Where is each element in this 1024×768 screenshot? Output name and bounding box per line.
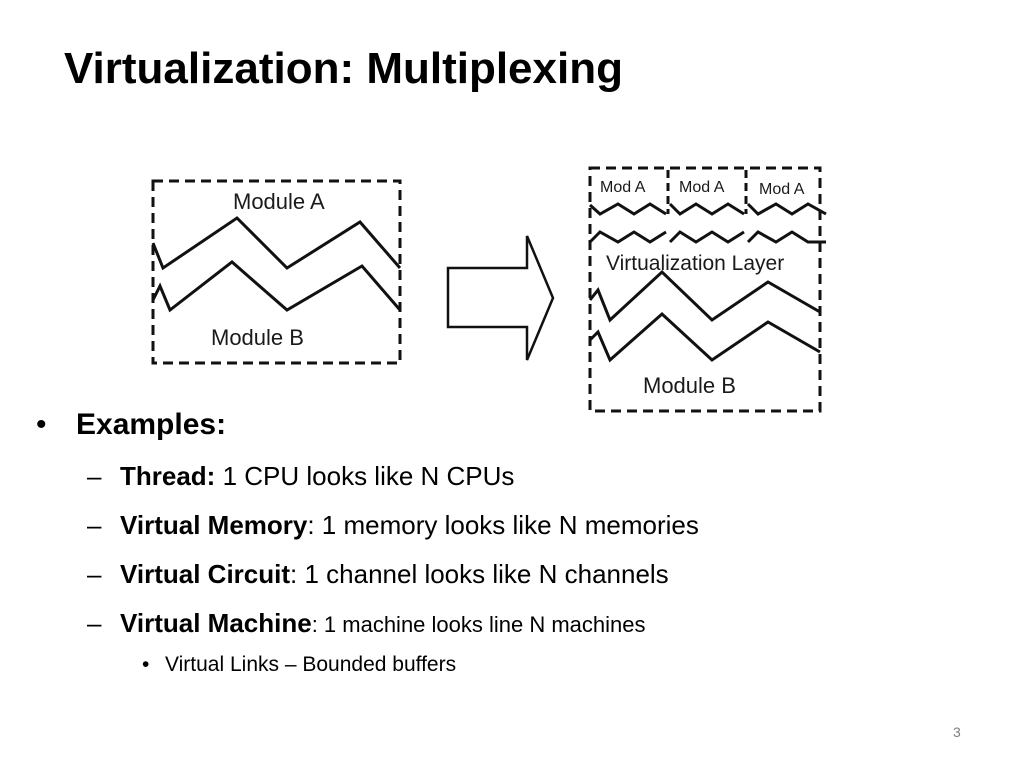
left-dashed-box xyxy=(151,179,402,365)
list-item: – Virtual Memory: 1 memory looks like N … xyxy=(36,507,996,543)
left-module-a-label: Module A xyxy=(233,189,325,214)
mod-a-label-3: Mod A xyxy=(759,181,805,198)
virtualization-layer-label: Virtualization Layer xyxy=(606,252,784,275)
right-dashed-box xyxy=(588,166,822,413)
mod-a-label-2: Mod A xyxy=(679,179,725,196)
bullet-examples: • Examples: xyxy=(36,405,996,445)
item-text: : 1 channel looks like N channels xyxy=(290,559,669,589)
mod-a-edge-1 xyxy=(588,202,667,216)
left-module-a-edge xyxy=(151,216,402,271)
left-module-b-label: Module B xyxy=(211,325,304,350)
mod-a-edge-2 xyxy=(668,202,745,216)
item-text: : 1 machine looks line N machines xyxy=(311,612,646,637)
item-term: Virtual Machine xyxy=(120,608,312,638)
item-term: Virtual Circuit xyxy=(120,559,291,589)
layer-top-edge-2 xyxy=(668,230,745,244)
list-item: – Virtual Machine: 1 machine looks line … xyxy=(36,605,996,643)
item-term: Thread: xyxy=(120,461,216,491)
list-item: – Virtual Circuit: 1 channel looks like … xyxy=(36,556,996,592)
item-text: 1 CPU looks like N CPUs xyxy=(215,461,515,491)
item-text: : 1 memory looks like N memories xyxy=(307,510,699,540)
bullet-dot-icon: • xyxy=(142,653,150,676)
dash-icon: – xyxy=(87,608,102,638)
module-b-top-edge xyxy=(588,311,821,363)
sub-item-text: Virtual Links – Bounded buffers xyxy=(165,653,457,676)
right-multiplexed-stack: Mod A Mod A Mod A Virtualization Layer M… xyxy=(588,166,827,413)
left-module-pair: Module A Module B xyxy=(151,179,402,365)
page-number: 3 xyxy=(953,724,961,740)
examples-heading: Examples: xyxy=(76,408,227,441)
layer-bottom-edge xyxy=(588,269,821,323)
slide-title: Virtualization: Multiplexing xyxy=(64,44,623,93)
mod-a-label-1: Mod A xyxy=(600,179,646,196)
layer-top-edge-1 xyxy=(588,230,667,244)
dash-icon: – xyxy=(87,461,102,491)
left-module-b-edge xyxy=(151,260,402,313)
dash-icon: – xyxy=(87,559,102,589)
dash-icon: – xyxy=(87,510,102,540)
mod-a-edge-3 xyxy=(746,202,827,216)
bullet-dot-icon: • xyxy=(36,408,47,441)
layer-top-edge-3 xyxy=(746,230,826,244)
right-module-b-label: Module B xyxy=(643,373,736,398)
sub-list-item: • Virtual Links – Bounded buffers xyxy=(36,651,996,679)
right-arrow-icon xyxy=(446,235,555,361)
bullet-list: • Examples: – Thread: 1 CPU looks like N… xyxy=(36,405,996,679)
item-term: Virtual Memory xyxy=(120,510,308,540)
list-item: – Thread: 1 CPU looks like N CPUs xyxy=(36,458,996,494)
